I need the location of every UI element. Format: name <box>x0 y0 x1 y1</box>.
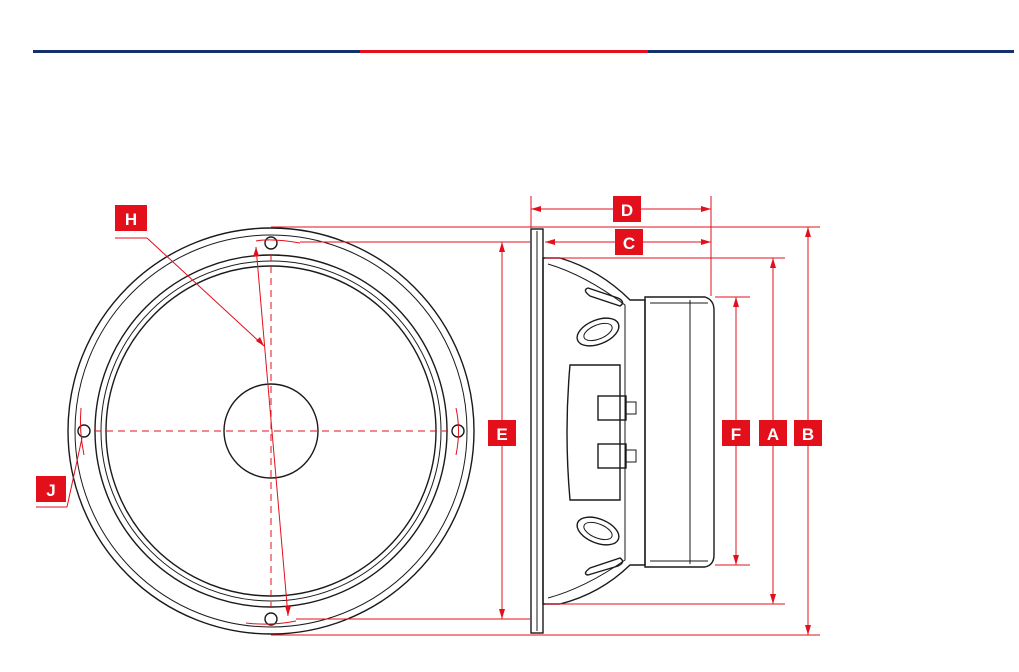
terminal-bottom-tab <box>625 449 637 463</box>
side-dimensions <box>271 196 820 636</box>
label-e: E <box>488 420 516 446</box>
header-rule-right <box>648 50 1014 53</box>
front-surround-mid <box>100 260 442 602</box>
label-a-text: A <box>767 425 779 444</box>
mounting-hole-left <box>77 424 91 438</box>
label-e-text: E <box>496 425 507 444</box>
label-a: A <box>759 420 787 446</box>
terminal-bottom <box>597 443 627 469</box>
dimension-a-arrow-bottom <box>770 594 776 604</box>
terminal-top-tab <box>625 401 637 415</box>
label-h: H <box>115 205 147 231</box>
mounting-hole-top <box>264 236 278 250</box>
dimension-h-leader <box>146 237 265 347</box>
hole-arc-left <box>79 407 85 456</box>
header-rule-left <box>33 50 360 53</box>
side-basket-window-top-inner <box>583 322 613 342</box>
mounting-hole-bottom <box>264 612 278 626</box>
dimension-b-arrow-bottom <box>805 625 811 635</box>
label-d-text: D <box>621 201 633 220</box>
dimension-e-arrow-bottom <box>499 609 505 619</box>
label-f-text: F <box>731 425 741 444</box>
dimension-f-arrow-bottom <box>733 555 739 565</box>
label-b: B <box>794 420 822 446</box>
side-basket-window-bottom <box>576 516 620 546</box>
side-basket-body <box>542 257 646 605</box>
label-c: C <box>615 229 643 255</box>
side-basket-rib-bottom <box>584 557 624 576</box>
dimension-b-arrow-top <box>805 227 811 237</box>
dimension-d-arrow-right <box>701 206 711 212</box>
front-dust-cap <box>223 383 319 479</box>
front-frame-ring <box>74 234 468 628</box>
dimension-h-arrow-bottom <box>285 606 291 616</box>
dimension-j-leader <box>66 437 83 508</box>
dimension-a-arrow-top <box>770 258 776 268</box>
dimension-d-arrow-left <box>531 206 541 212</box>
side-basket-rib-top <box>584 287 624 307</box>
header-rule-center <box>360 50 648 53</box>
speaker-side-view <box>530 228 715 634</box>
label-f: F <box>722 420 750 446</box>
dimension-f-arrow-top <box>733 297 739 307</box>
side-basket-terminal-panel <box>566 364 621 501</box>
label-c-text: C <box>623 234 635 253</box>
dimension-e-arrow-top <box>499 242 505 252</box>
side-basket-inner <box>547 263 626 599</box>
dimension-h-arrow-top <box>253 247 259 257</box>
terminal-top <box>597 395 627 421</box>
dimension-c-arrow-left <box>545 239 555 245</box>
label-d: D <box>613 196 641 222</box>
label-b-text: B <box>802 425 814 444</box>
dimension-h-leader-arrow <box>256 337 264 346</box>
hole-arc-top <box>255 239 301 244</box>
side-magnet <box>644 296 715 568</box>
side-basket-window-bottom-inner <box>583 521 613 541</box>
side-basket-window-top <box>576 317 620 347</box>
speaker-front-view <box>36 227 475 635</box>
front-outer-rim <box>67 227 475 635</box>
dimension-h-line <box>255 246 289 617</box>
label-j: J <box>36 476 66 502</box>
dimension-c-arrow-right <box>701 239 711 245</box>
label-h-text: H <box>125 210 137 229</box>
hole-arc-bottom <box>245 620 297 625</box>
label-j-text: J <box>46 481 55 500</box>
hole-arc-right <box>455 407 459 456</box>
